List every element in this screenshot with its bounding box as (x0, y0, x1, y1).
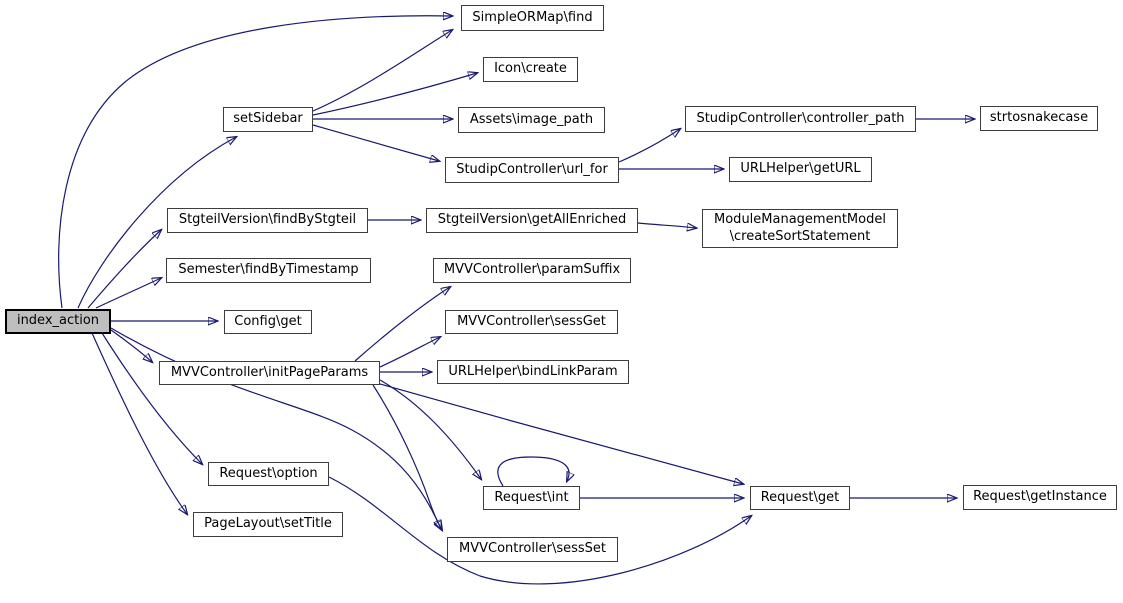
edge-index_action-Semester-findByTimestamp (95, 278, 161, 309)
node-label: Request\option (219, 465, 318, 481)
node-index-action[interactable]: index_action (5, 309, 111, 334)
node-label: StgteilVersion\getAllEnriched (437, 212, 627, 228)
node-label: Assets\image_path (469, 111, 594, 127)
node-config-get[interactable]: Config\get (224, 310, 312, 334)
node-label: MVVController\initPageParams (170, 364, 369, 380)
node-stgteilversion-getallenriched[interactable]: StgteilVersion\getAllEnriched (426, 208, 638, 233)
node-mvvcontroller-sessset[interactable]: MVVController\sessSet (447, 537, 618, 562)
edge-MVVController-initPageParams-MVVController-sessSet-2 (372, 384, 442, 530)
node-request-int[interactable]: Request\int (483, 486, 580, 510)
node-semester-findbytimestamp[interactable]: Semester\findByTimestamp (166, 258, 371, 283)
node-stgteilversion-findbystgteil[interactable]: StgteilVersion\findByStgteil (167, 208, 368, 233)
node-label: setSidebar (233, 111, 303, 127)
edge-index_action-MVVController-sessSet (110, 327, 441, 529)
node-urlhelper-bindlinkparam[interactable]: URLHelper\bindLinkParam (437, 360, 629, 384)
node-label: Icon\create (494, 61, 567, 77)
node-mvvcontroller-sessget[interactable]: MVVController\sessGet (445, 310, 618, 334)
node-label: URLHelper\bindLinkParam (448, 363, 618, 379)
node-mvvcontroller-initpageparams[interactable]: MVVController\initPageParams (159, 361, 380, 385)
edge-setSidebar-SimpleORMap-find (312, 30, 452, 112)
edge-index_action-SimpleORMap-find (58, 16, 452, 309)
edge-setSidebar-Icon-create (312, 73, 477, 116)
node-label: PageLayout\setTitle (204, 516, 332, 532)
edge-MVVController-initPageParams-Request-get (379, 383, 743, 484)
node-modulemanagementmodel-createsortstatement[interactable]: ModuleManagementModel \createSortStateme… (702, 209, 898, 248)
node-label: MVVController\paramSuffix (443, 262, 621, 278)
node-label: Request\get (760, 489, 840, 505)
node-request-option[interactable]: Request\option (208, 462, 329, 486)
node-label: URLHelper\getURL (740, 161, 861, 177)
node-icon-create[interactable]: Icon\create (483, 57, 578, 82)
node-label: ModuleManagementModel \createSortStateme… (714, 211, 886, 244)
edge-Request-int-self-loop (497, 456, 569, 487)
node-simpleormap-find[interactable]: SimpleORMap\find (461, 5, 604, 31)
edge-MVVController-initPageParams-Request-int (379, 379, 481, 479)
edge-index_action-Request-option (101, 332, 202, 464)
edge-StgteilVersion-getAllEnriched-ModuleManagementModel-createSortStatement (637, 222, 696, 228)
node-label: MVVController\sessGet (457, 313, 606, 329)
node-strtosnakecase[interactable]: strtosnakecase (980, 106, 1098, 131)
edge-index_action-PageLayout-setTitle (91, 332, 187, 514)
edge-index_action-MVVController-initPageParams (110, 329, 152, 362)
node-request-getinstance[interactable]: Request\getInstance (963, 485, 1117, 510)
node-urlhelper-geturl[interactable]: URLHelper\getURL (729, 157, 872, 182)
edge-Request-option-Request-get (328, 476, 751, 585)
node-label: Request\getInstance (973, 489, 1107, 505)
node-label: StgteilVersion\findByStgteil (178, 212, 357, 228)
node-pagelayout-settitle[interactable]: PageLayout\setTitle (193, 512, 343, 537)
node-label: index_action (16, 313, 100, 329)
edge-StudipController-url_for-StudipController-controller_path (618, 129, 680, 163)
node-label: StudipController\controller_path (696, 110, 905, 126)
node-studipcontroller-controller-path[interactable]: StudipController\controller_path (685, 106, 916, 132)
node-label: StudipController\url_for (456, 161, 608, 177)
node-label: Config\get (234, 313, 302, 329)
node-label: Semester\findByTimestamp (178, 262, 359, 278)
node-studipcontroller-url-for[interactable]: StudipController\url_for (445, 157, 619, 183)
edge-index_action-StgteilVersion-findByStgteil (87, 230, 161, 309)
edge-setSidebar-StudipController-url_for (312, 124, 439, 161)
edge-index_action-setSidebar (77, 137, 236, 309)
node-label: Request\int (494, 489, 569, 505)
node-assets-image-path[interactable]: Assets\image_path (458, 107, 605, 133)
edge-MVVController-initPageParams-MVVController-sessGet (379, 337, 440, 368)
node-label: MVVController\sessSet (459, 541, 606, 557)
node-mvvcontroller-paramsuffix[interactable]: MVVController\paramSuffix (433, 258, 631, 283)
node-request-get[interactable]: Request\get (750, 486, 850, 510)
edge-MVVController-initPageParams-MVVController-paramSuffix (354, 287, 450, 362)
node-set-sidebar[interactable]: setSidebar (223, 107, 313, 132)
node-label: strtosnakecase (989, 110, 1089, 126)
node-label: SimpleORMap\find (472, 9, 593, 25)
